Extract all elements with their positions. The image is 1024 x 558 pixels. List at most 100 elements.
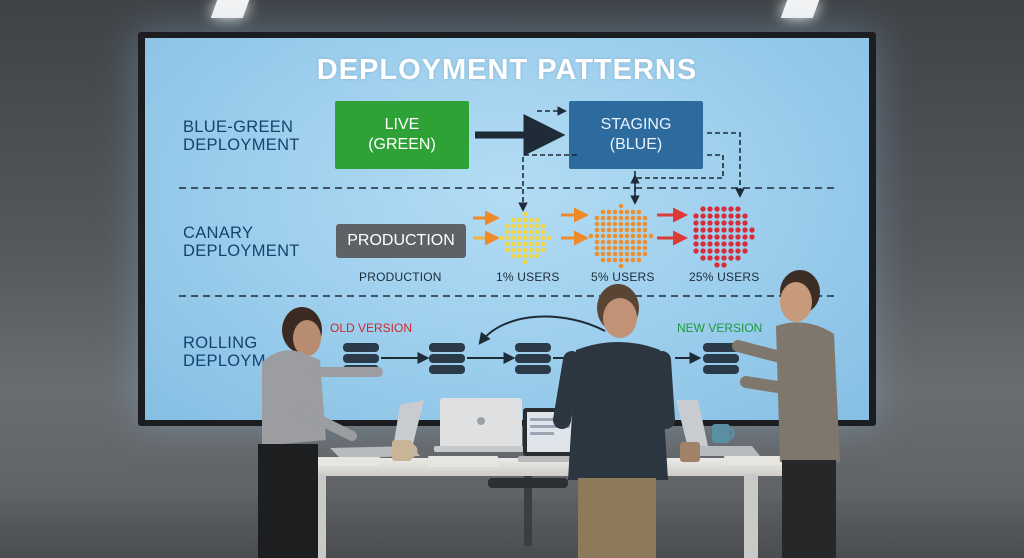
canary-dot	[528, 229, 534, 235]
canary-dot	[721, 206, 727, 212]
old-version-label: OLD VERSION	[330, 321, 413, 335]
canary-dot	[693, 248, 699, 254]
canary-dot	[516, 235, 522, 241]
canary-dot	[728, 206, 734, 212]
canary-dot	[642, 221, 648, 227]
canary-dot	[594, 227, 600, 233]
canary-dot	[528, 217, 534, 223]
canary-dot	[600, 245, 606, 251]
canary-dot	[630, 227, 636, 233]
canary-dot	[742, 234, 748, 240]
canary-dot	[522, 247, 528, 253]
canary-dot	[630, 233, 636, 239]
canary-dot	[594, 239, 600, 245]
canary-dot	[504, 241, 510, 247]
canary-dot	[636, 239, 642, 245]
canary-caption-5pct: 5% USERS	[591, 270, 655, 284]
canary-dot	[700, 234, 706, 240]
canary-dot	[742, 213, 748, 219]
canary-dot	[600, 221, 606, 227]
canary-dot	[618, 227, 624, 233]
canary-dot	[707, 234, 713, 240]
database-icon	[429, 343, 465, 374]
canary-dot	[522, 259, 528, 265]
staging-blue-box-label: STAGING (BLUE)	[600, 116, 672, 153]
canary-dot	[742, 248, 748, 254]
canary-dot	[600, 227, 606, 233]
canary-dot	[728, 213, 734, 219]
canary-dot	[721, 241, 727, 247]
canary-dot	[700, 248, 706, 254]
canary-dot	[735, 234, 741, 240]
canary-dot	[749, 227, 755, 233]
canary-dot	[714, 220, 720, 226]
canary-dot	[534, 241, 540, 247]
canary-dot	[624, 245, 630, 251]
canary-dot	[630, 209, 636, 215]
canary-dot	[510, 241, 516, 247]
canary-dot	[606, 215, 612, 221]
canary-dot	[522, 211, 528, 217]
canary-dot	[742, 241, 748, 247]
canary-dot	[540, 229, 546, 235]
diagram-overlay	[179, 106, 835, 374]
canary-dot	[540, 235, 546, 241]
canary-dot	[700, 227, 706, 233]
canary-dot	[606, 227, 612, 233]
canary-dot	[630, 257, 636, 263]
canary-dot	[606, 245, 612, 251]
canary-caption-production: PRODUCTION	[359, 270, 442, 284]
section-label-blue-green: BLUE-GREEN DEPLOYMENT	[183, 118, 300, 154]
canary-caption-1pct: 1% USERS	[496, 270, 560, 284]
canary-dot	[528, 247, 534, 253]
section-label-canary: CANARY DEPLOYMENT	[183, 224, 300, 260]
canary-dot	[618, 257, 624, 263]
canary-dot	[618, 239, 624, 245]
canary-dot	[700, 206, 706, 212]
canary-dot	[510, 253, 516, 259]
canary-dot	[534, 235, 540, 241]
canary-dot	[700, 241, 706, 247]
canary-dot	[721, 234, 727, 240]
canary-dot	[700, 220, 706, 226]
canary-dot	[540, 247, 546, 253]
canary-dot	[522, 223, 528, 229]
canary-dot	[612, 227, 618, 233]
canary-dot	[693, 213, 699, 219]
new-version-label: NEW VERSION	[677, 321, 763, 335]
canary-dot	[624, 257, 630, 263]
canary-dot	[498, 235, 504, 241]
canary-dot	[630, 221, 636, 227]
production-box: PRODUCTION	[336, 224, 466, 258]
person-right-man	[732, 270, 840, 558]
production-box-label: PRODUCTION	[347, 232, 455, 249]
canary-dot	[642, 251, 648, 257]
canary-dot	[600, 209, 606, 215]
notebook-right	[724, 456, 790, 465]
canary-dot	[707, 255, 713, 261]
section-label-rolling-line-1: ROLLING	[183, 334, 258, 352]
canary-dot	[721, 248, 727, 254]
display-screen: DEPLOYMENT PATTERNS BLUE-GREEN DEPLOYMEN…	[145, 38, 869, 420]
canary-dot	[714, 241, 720, 247]
person-left-woman	[258, 307, 383, 558]
canary-dot	[606, 251, 612, 257]
canary-cluster-25pct	[693, 206, 755, 268]
canary-dot	[707, 213, 713, 219]
canary-dot	[707, 248, 713, 254]
canary-dot	[707, 241, 713, 247]
canary-dot	[618, 215, 624, 221]
canary-dot	[594, 245, 600, 251]
canary-dot	[624, 227, 630, 233]
canary-dot	[612, 209, 618, 215]
canary-dot	[594, 233, 600, 239]
canary-dot	[534, 229, 540, 235]
coffee-mug-left	[392, 440, 418, 461]
canary-dot	[528, 223, 534, 229]
section-label-rolling: ROLLING DEPLOYM	[183, 334, 266, 370]
canary-dot	[636, 215, 642, 221]
rolling-curved-arrow	[478, 315, 606, 345]
canary-dot	[594, 221, 600, 227]
canary-dot	[528, 253, 534, 259]
canary-dot	[612, 221, 618, 227]
